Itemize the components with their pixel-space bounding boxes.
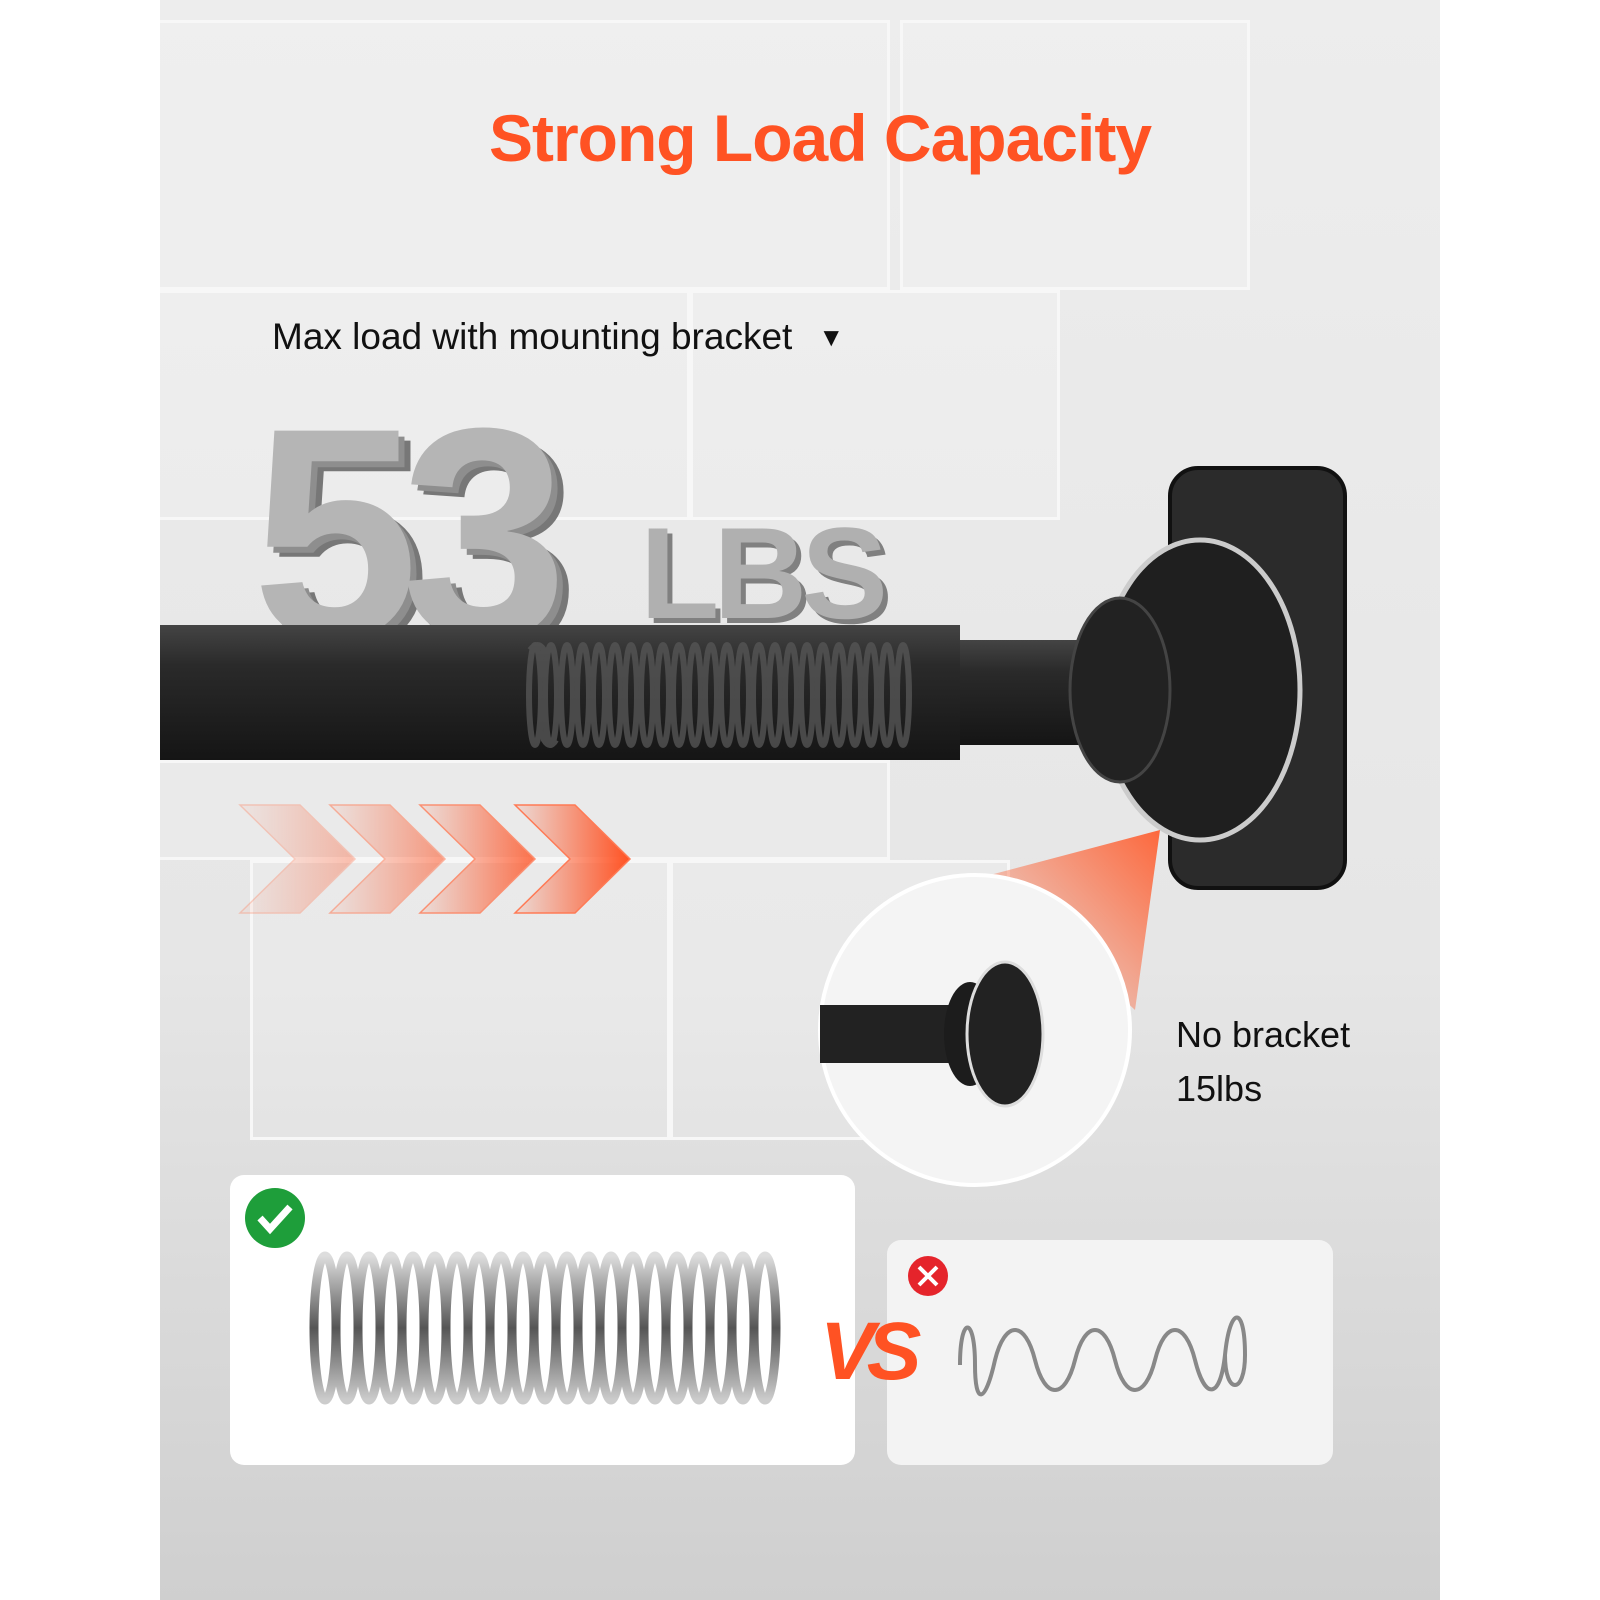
rod-spring-coil [542, 642, 560, 748]
no-bracket-note: No bracket 15lbs [1176, 1008, 1350, 1116]
rod-spring-coil [814, 642, 832, 748]
no-bracket-load: 15lbs [1176, 1068, 1263, 1109]
page-title: Strong Load Capacity [488, 101, 1152, 175]
rod-spring-coil [766, 642, 784, 748]
rod-spring-coil [878, 642, 896, 748]
rod-spring-coil [590, 642, 608, 748]
rod-spring-coil [862, 642, 880, 748]
wall-tile [900, 20, 1250, 290]
product-illustration [160, 466, 1347, 1465]
rod-spring-coil [606, 642, 624, 748]
load-unit: LBS [640, 500, 888, 646]
rod-spring-coil [574, 642, 592, 748]
rod-spring-coil [654, 642, 672, 748]
rod-spring-coil [894, 642, 912, 748]
no-bracket-label: No bracket [1176, 1014, 1351, 1055]
strong-spring-coil [749, 1251, 781, 1405]
rod-spring-coil [670, 642, 688, 748]
rod-spring-coil [686, 642, 704, 748]
rod-spring-coil [734, 642, 752, 748]
wall-tile [690, 290, 1060, 520]
subtitle: Max load with mounting bracket ▼ [272, 316, 844, 358]
rod-spring-coil [750, 642, 768, 748]
weak-spring-card [887, 1240, 1333, 1465]
rod-spring-coil [830, 642, 848, 748]
triangle-down-icon: ▼ [818, 322, 845, 352]
wall-tile [160, 290, 690, 520]
check-circle-icon [245, 1188, 305, 1248]
rod-spring-coil [526, 642, 544, 748]
product-image-panel: Strong Load Capacity Max load with mount… [160, 0, 1440, 1600]
vs-label: VS [820, 1306, 921, 1397]
bracket-cap [1068, 596, 1172, 784]
weak-spring-illustration [958, 1315, 1248, 1397]
rod-spring-coil [702, 642, 720, 748]
rod-spring [526, 642, 912, 748]
rod-spring-coil [846, 642, 864, 748]
rod-spring-coil [798, 642, 816, 748]
rod-spring-coil [718, 642, 736, 748]
arrow-chevrons [238, 804, 632, 914]
good-spring-card [230, 1175, 855, 1465]
rod-spring-coil [622, 642, 640, 748]
rod-spring-coil [782, 642, 800, 748]
rod-spring-coil [638, 642, 656, 748]
rod-spring-coil [558, 642, 576, 748]
strong-spring-illustration [309, 1251, 781, 1405]
subtitle-text: Max load with mounting bracket [272, 316, 793, 357]
x-circle-icon [908, 1256, 948, 1296]
wall-tile [160, 20, 890, 290]
